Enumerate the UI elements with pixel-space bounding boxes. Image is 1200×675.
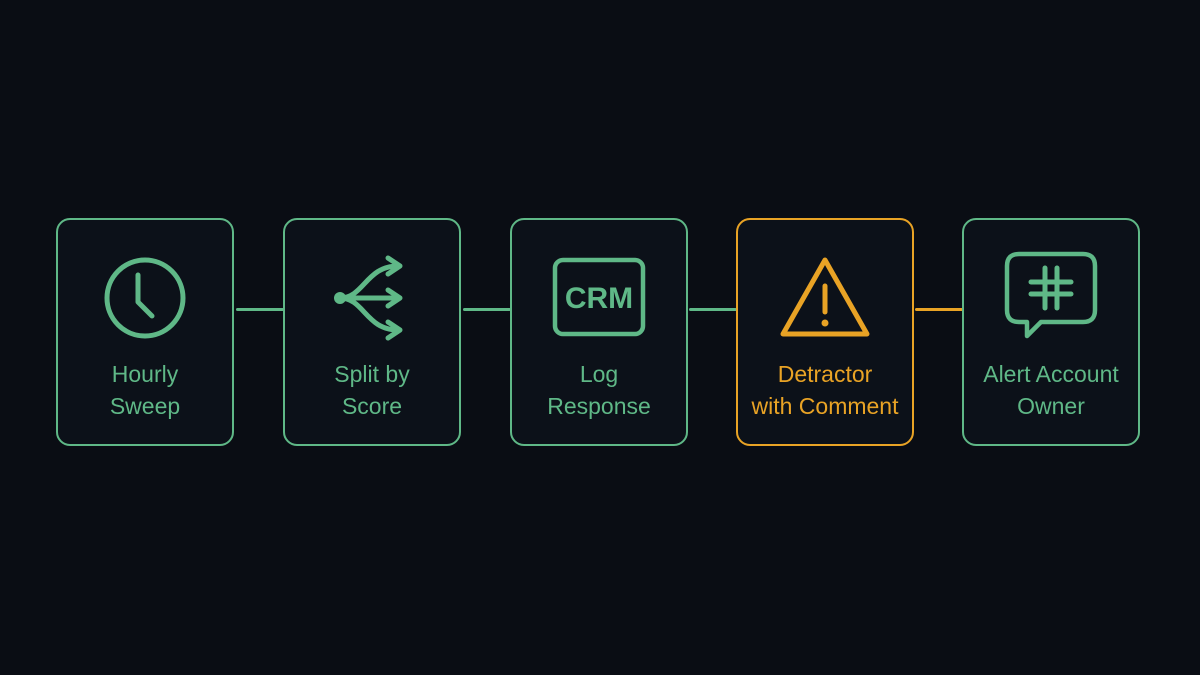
- node-hourly-sweep[interactable]: Hourly Sweep: [56, 218, 234, 446]
- node-log-response[interactable]: CRM Log Response: [510, 218, 688, 446]
- node-label-line1: Log: [579, 361, 619, 387]
- node-label-line2: Response: [547, 393, 651, 419]
- node-detractor-with-comment[interactable]: Detractor with Comment: [736, 218, 914, 446]
- node-label: Split by Score: [285, 358, 459, 422]
- node-label: Alert Account Owner: [964, 358, 1138, 422]
- node-alert-account-owner[interactable]: Alert Account Owner: [962, 218, 1140, 446]
- node-label: Hourly Sweep: [58, 358, 232, 422]
- connector-split-to-log: [463, 308, 511, 311]
- node-label-line1: Alert Account: [983, 361, 1119, 387]
- connector-sweep-to-split: [236, 308, 284, 311]
- connector-log-to-detractor: [689, 308, 737, 311]
- warning-icon: [777, 250, 873, 346]
- connector-detractor-to-alert: [915, 308, 963, 311]
- node-label-line1: Split by: [334, 361, 410, 387]
- node-label-line2: Owner: [1017, 393, 1085, 419]
- branch-split-icon: [324, 250, 420, 346]
- slack-chat-icon: [1003, 250, 1099, 346]
- node-label-line2: Sweep: [109, 393, 181, 419]
- node-label-line2: Score: [341, 393, 403, 419]
- crm-icon-text: CRM: [565, 282, 633, 315]
- node-label: Log Response: [512, 358, 686, 422]
- node-split-by-score[interactable]: Split by Score: [283, 218, 461, 446]
- clock-icon: [97, 250, 193, 346]
- node-label-line1: Hourly: [111, 361, 179, 387]
- node-label-line2: with Comment: [751, 393, 899, 419]
- node-label-line1: Detractor: [777, 361, 873, 387]
- crm-icon: CRM: [551, 250, 647, 346]
- node-label: Detractor with Comment: [738, 358, 912, 422]
